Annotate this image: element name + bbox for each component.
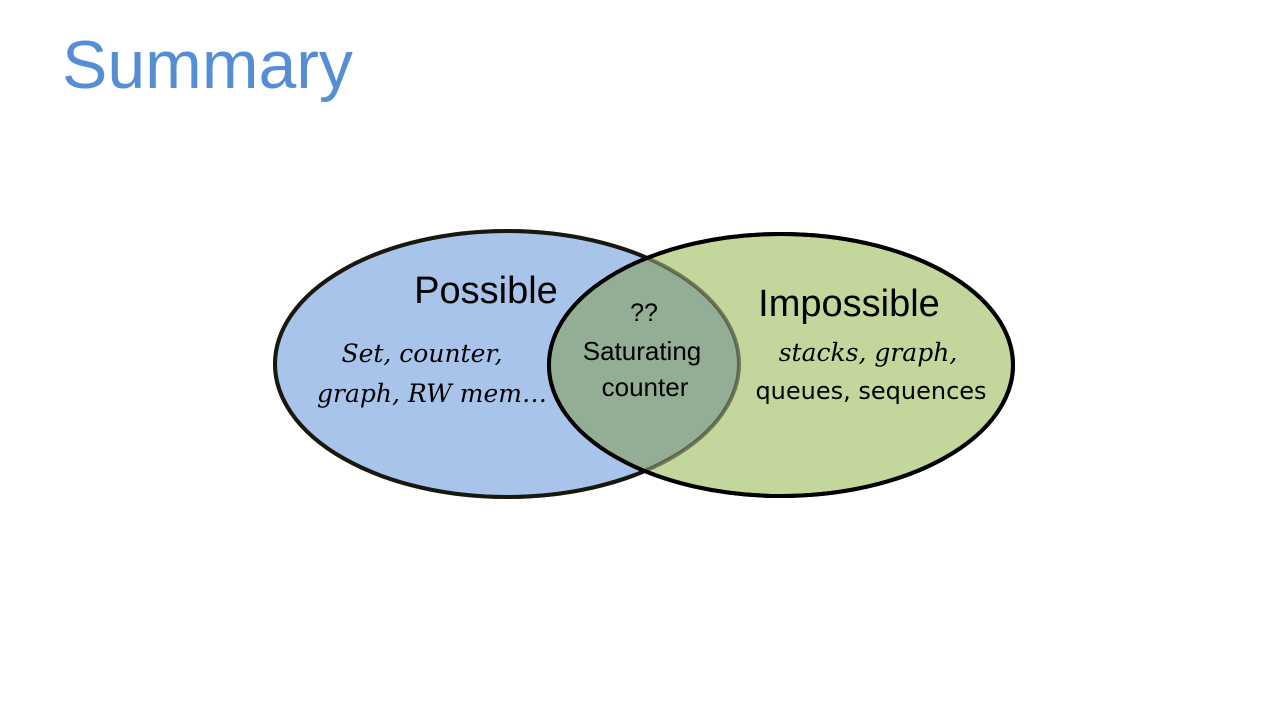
possible-items-line1: Set, counter, [341, 339, 502, 368]
intersection-label-line2: counter [602, 372, 689, 402]
impossible-items-line1: stacks, graph, [779, 338, 958, 367]
impossible-items-line2: queues, sequences [755, 377, 986, 405]
possible-heading: Possible [414, 270, 558, 312]
impossible-set-outline [547, 232, 1015, 498]
intersection-question-marks: ?? [630, 299, 658, 327]
slide-title: Summary [62, 27, 353, 103]
possible-items-line2: graph, RW mem… [317, 379, 547, 408]
intersection-region [549, 234, 739, 496]
impossible-heading: Impossible [758, 283, 940, 325]
possible-set-outline [273, 229, 741, 499]
intersection-label-line1: Saturating [583, 336, 702, 366]
